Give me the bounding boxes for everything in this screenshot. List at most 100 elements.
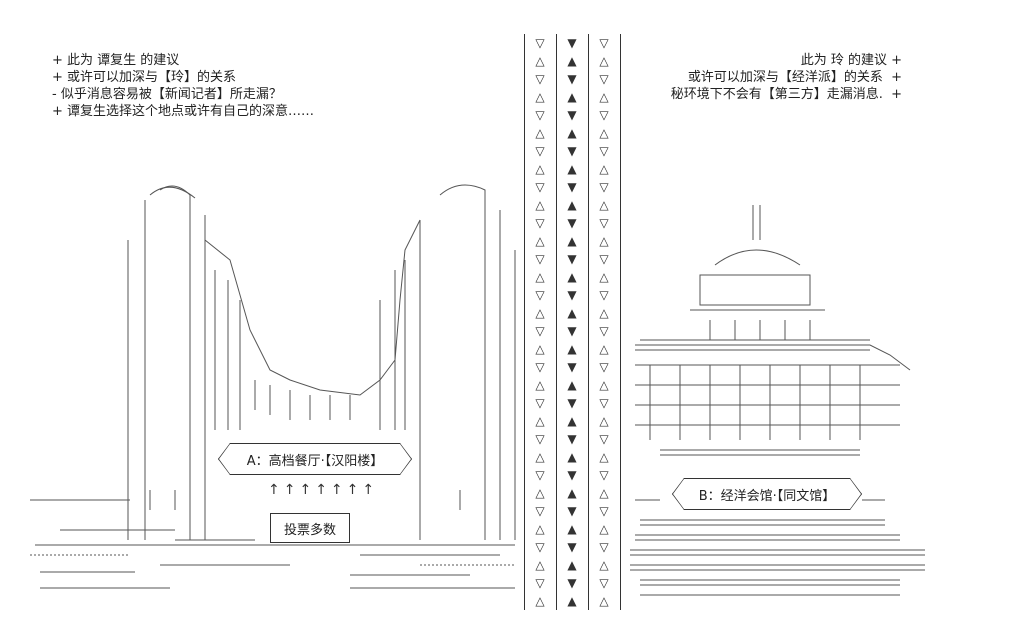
white-triangle-icon: △ bbox=[599, 234, 609, 248]
white-triangle-icon: △ bbox=[599, 594, 609, 608]
white-triangle-icon: ▽ bbox=[599, 432, 609, 446]
white-triangle-icon: △ bbox=[599, 306, 609, 320]
white-triangle-icon: △ bbox=[599, 198, 609, 212]
right-suggestion-notes: 此为 玲 的建议 + 或许可以加深与【经洋派】的关系 + 秘环境下不会有【第三方… bbox=[671, 52, 902, 103]
white-triangle-icon: ▽ bbox=[599, 144, 609, 158]
option-frame-inner bbox=[673, 479, 861, 509]
option-a-restaurant[interactable]: A：高档餐厅·【汉阳楼】 bbox=[218, 443, 412, 475]
white-triangle-icon: ▽ bbox=[599, 468, 609, 482]
white-triangle-icon: △ bbox=[599, 414, 609, 428]
black-triangle-icon: ▼ bbox=[567, 324, 577, 338]
center-divider-column: ▽ ▼ ▽ △ ▲ △ ▽ ▼ ▽ △ ▲ △ ▽ ▼ ▽ △ ▲ △ ▽ ▼ ▽ △ ▲ △ ▽ ▼ ▽ △ ▲ △ ▽ ▼ ▽ △ ▲ △ ▽ ▼ ▽ △… bbox=[520, 34, 624, 610]
black-triangle-icon: ▼ bbox=[567, 144, 577, 158]
left-note-line: + 此为 谭复生 的建议 bbox=[52, 53, 180, 68]
white-triangle-icon: ▽ bbox=[535, 108, 545, 122]
vote-majority-button[interactable]: 投票多数 bbox=[270, 513, 350, 543]
white-triangle-icon: ▽ bbox=[535, 288, 545, 302]
right-note-line: 此为 玲 的建议 + bbox=[800, 53, 902, 68]
black-triangle-icon: ▲ bbox=[567, 558, 577, 572]
white-triangle-icon: △ bbox=[535, 378, 545, 392]
black-triangle-icon: ▲ bbox=[567, 522, 577, 536]
divider-line bbox=[524, 34, 525, 610]
white-triangle-icon: △ bbox=[535, 414, 545, 428]
black-triangle-icon: ▼ bbox=[567, 396, 577, 410]
white-triangle-icon: △ bbox=[599, 378, 609, 392]
white-triangle-icon: ▽ bbox=[599, 540, 609, 554]
option-b-label: B：经洋会馆·【同文馆】 bbox=[698, 488, 836, 504]
upward-arrows: ↑↑↑↑↑↑↑ bbox=[268, 482, 379, 498]
white-triangle-icon: △ bbox=[599, 342, 609, 356]
black-triangle-icon: ▼ bbox=[567, 180, 577, 194]
white-triangle-icon: ▽ bbox=[535, 324, 545, 338]
black-triangle-icon: ▼ bbox=[567, 108, 577, 122]
white-triangle-icon: △ bbox=[535, 198, 545, 212]
white-triangle-icon: △ bbox=[535, 594, 545, 608]
white-triangle-icon: △ bbox=[535, 342, 545, 356]
black-triangle-icon: ▲ bbox=[567, 54, 577, 68]
white-triangle-icon: △ bbox=[535, 162, 545, 176]
white-triangle-icon: ▽ bbox=[599, 324, 609, 338]
black-triangle-icon: ▲ bbox=[567, 378, 577, 392]
black-triangle-icon: ▲ bbox=[567, 342, 577, 356]
white-triangle-icon: △ bbox=[599, 270, 609, 284]
black-triangle-icon: ▼ bbox=[567, 432, 577, 446]
white-triangle-icon: ▽ bbox=[535, 432, 545, 446]
white-triangle-icon: △ bbox=[535, 558, 545, 572]
white-triangle-icon: △ bbox=[535, 126, 545, 140]
white-triangle-icon: △ bbox=[535, 306, 545, 320]
black-triangle-icon: ▼ bbox=[567, 504, 577, 518]
white-triangle-icon: △ bbox=[599, 54, 609, 68]
white-triangle-icon: △ bbox=[535, 522, 545, 536]
white-triangle-icon: ▽ bbox=[599, 108, 609, 122]
black-triangle-icon: ▼ bbox=[567, 540, 577, 554]
white-triangle-icon: △ bbox=[599, 126, 609, 140]
white-triangle-icon: ▽ bbox=[535, 216, 545, 230]
divider-line bbox=[620, 34, 621, 610]
black-triangle-icon: ▲ bbox=[567, 414, 577, 428]
white-triangle-icon: ▽ bbox=[535, 36, 545, 50]
white-triangle-icon: △ bbox=[535, 270, 545, 284]
white-triangle-icon: ▽ bbox=[599, 396, 609, 410]
option-frame-inner bbox=[219, 444, 411, 474]
white-triangle-icon: ▽ bbox=[535, 504, 545, 518]
white-triangle-icon: △ bbox=[535, 234, 545, 248]
black-triangle-icon: ▲ bbox=[567, 126, 577, 140]
black-triangle-icon: ▼ bbox=[567, 36, 577, 50]
white-triangle-icon: ▽ bbox=[599, 576, 609, 590]
white-triangle-icon: △ bbox=[599, 450, 609, 464]
option-b-hall[interactable]: B：经洋会馆·【同文馆】 bbox=[672, 478, 862, 510]
white-triangle-icon: ▽ bbox=[599, 252, 609, 266]
black-triangle-icon: ▲ bbox=[567, 234, 577, 248]
white-triangle-icon: ▽ bbox=[599, 360, 609, 374]
white-triangle-icon: △ bbox=[599, 522, 609, 536]
white-triangle-icon: △ bbox=[535, 486, 545, 500]
white-triangle-icon: △ bbox=[599, 90, 609, 104]
divider-line bbox=[556, 34, 557, 610]
white-triangle-icon: △ bbox=[599, 558, 609, 572]
white-triangle-icon: ▽ bbox=[535, 72, 545, 86]
white-triangle-icon: ▽ bbox=[535, 396, 545, 410]
black-triangle-icon: ▲ bbox=[567, 306, 577, 320]
white-triangle-icon: ▽ bbox=[599, 504, 609, 518]
black-triangle-icon: ▲ bbox=[567, 270, 577, 284]
black-triangle-icon: ▲ bbox=[567, 486, 577, 500]
black-triangle-icon: ▲ bbox=[567, 90, 577, 104]
left-suggestion-notes: + 此为 谭复生 的建议 + 或许可以加深与【玲】的关系 - 似乎消息容易被【新… bbox=[52, 52, 314, 120]
left-note-line: + 谭复生选择这个地点或许有自己的深意…… bbox=[52, 104, 315, 119]
left-note-line: + 或许可以加深与【玲】的关系 bbox=[52, 70, 237, 85]
white-triangle-icon: ▽ bbox=[599, 72, 609, 86]
white-triangle-icon: △ bbox=[599, 486, 609, 500]
white-triangle-icon: ▽ bbox=[535, 468, 545, 482]
black-triangle-icon: ▼ bbox=[567, 252, 577, 266]
black-triangle-icon: ▲ bbox=[567, 162, 577, 176]
black-triangle-icon: ▼ bbox=[567, 72, 577, 86]
white-triangle-icon: ▽ bbox=[599, 216, 609, 230]
white-triangle-icon: ▽ bbox=[535, 180, 545, 194]
black-triangle-icon: ▼ bbox=[567, 576, 577, 590]
option-a-label: A：高档餐厅·【汉阳楼】 bbox=[246, 453, 384, 469]
white-triangle-icon: ▽ bbox=[535, 252, 545, 266]
right-note-line: 或许可以加深与【经洋派】的关系 + bbox=[687, 70, 902, 85]
white-triangle-icon: ▽ bbox=[599, 180, 609, 194]
white-triangle-icon: △ bbox=[599, 162, 609, 176]
white-triangle-icon: △ bbox=[535, 450, 545, 464]
